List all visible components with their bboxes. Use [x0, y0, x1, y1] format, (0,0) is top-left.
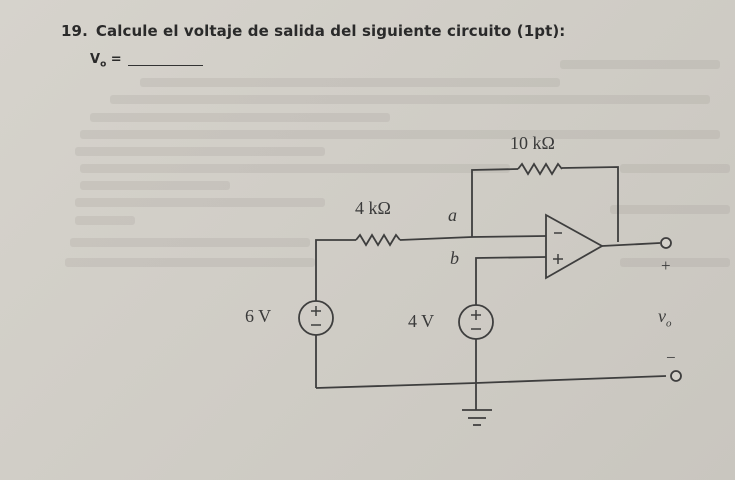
- resistor-10k-label: 10 kΩ: [510, 133, 555, 153]
- question-number: 19.: [61, 22, 88, 40]
- wire-node-b: [475, 256, 547, 305]
- node-b-label: b: [450, 248, 459, 268]
- output-minus-label: −: [666, 348, 676, 367]
- resistor-4k: [355, 233, 401, 247]
- output-vo-label: vo: [658, 306, 672, 330]
- question-heading: 19. Calcule el voltaje de salida del sigu…: [61, 22, 565, 40]
- answer-label: V: [90, 52, 101, 67]
- output-terminal-minus: [670, 370, 682, 382]
- question-text: Calcule el voltaje de salida del siguien…: [95, 22, 566, 40]
- wire-bottom-rail: [315, 375, 667, 389]
- node-a-label: a: [448, 205, 457, 225]
- opamp-triangle: [545, 213, 604, 280]
- resistor-10k: [517, 162, 563, 176]
- output-terminal-plus: [660, 237, 672, 249]
- wire-output: [601, 242, 661, 247]
- wire-feedback: [471, 168, 519, 237]
- wire-feedback-right: [561, 166, 619, 242]
- answer-field[interactable]: Vo =: [90, 52, 203, 70]
- wire-left-vertical: [315, 239, 356, 301]
- wire-node-a: [399, 235, 547, 241]
- ground-symbol: [462, 409, 492, 426]
- source-4v-label: 4 V: [408, 311, 435, 331]
- answer-blank-line[interactable]: [127, 65, 203, 66]
- resistor-4k-label: 4 kΩ: [355, 198, 391, 218]
- source-6v-label: 6 V: [245, 306, 272, 326]
- output-plus-label: +: [661, 256, 671, 275]
